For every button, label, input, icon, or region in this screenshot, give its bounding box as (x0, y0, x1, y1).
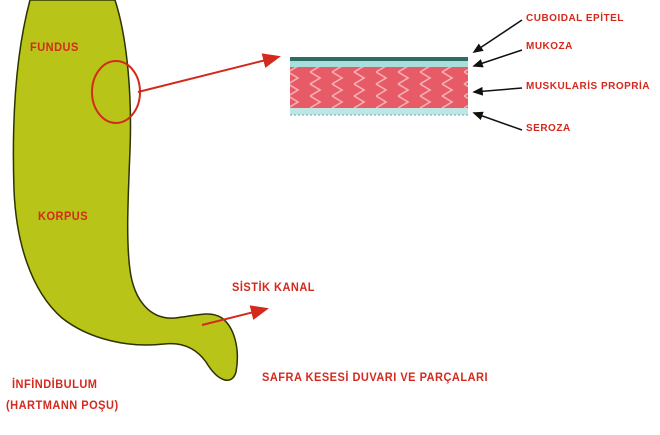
label-cystic-duct: SİSTİK KANAL (232, 281, 315, 296)
label-serosa: SEROZA (526, 122, 571, 137)
layer-epithelium (290, 57, 468, 61)
pointer-mucosa (474, 50, 522, 66)
layer-mucosa (290, 61, 468, 67)
layer-serosa (290, 108, 468, 115)
label-muscularis: MUSKULARİS PROPRİA (526, 80, 650, 95)
pointer-serosa (474, 113, 522, 130)
label-infundibulum: İNFİNDİBULUM (12, 378, 97, 393)
diagram-caption: SAFRA KESESİ DUVARI VE PARÇALARI (262, 371, 488, 386)
pointer-muscularis (474, 88, 522, 92)
label-epithelium: CUBOIDAL EPİTEL (526, 12, 624, 27)
pointer-epithelium (474, 20, 522, 52)
wall-cross-section (290, 57, 468, 115)
gallbladder-shape (13, 0, 237, 380)
label-mucosa: MUKOZA (526, 40, 573, 55)
label-fundus: FUNDUS (30, 41, 79, 56)
label-korpus: KORPUS (38, 210, 88, 225)
label-hartmann-pouch: (HARTMANN POŞU) (6, 399, 119, 414)
wall-arrow (138, 57, 278, 92)
